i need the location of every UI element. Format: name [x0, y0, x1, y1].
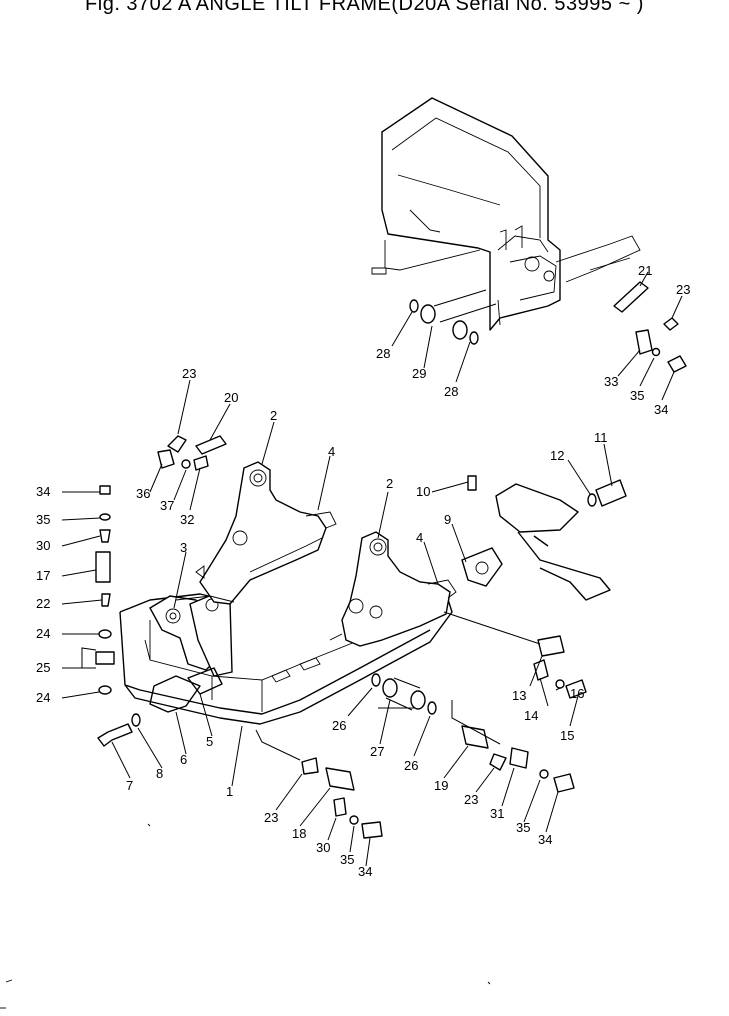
callout-34: 34	[538, 832, 552, 847]
callout-1: 1	[226, 784, 233, 799]
callout-29: 29	[412, 366, 426, 381]
callout-30: 30	[316, 840, 330, 855]
callout-labels: 21 23 28 29 28 33 35 34 23 20 2 4 34 36 …	[36, 263, 690, 879]
callout-2: 2	[270, 408, 277, 423]
callout-28: 28	[444, 384, 458, 399]
callout-34: 34	[36, 484, 50, 499]
callout-32: 32	[180, 512, 194, 527]
callout-34: 34	[358, 864, 372, 879]
callout-20: 20	[224, 390, 238, 405]
callout-26: 26	[404, 758, 418, 773]
leader-lines	[61, 271, 683, 867]
callout-7: 7	[126, 778, 133, 793]
callout-28: 28	[376, 346, 390, 361]
callout-37: 37	[160, 498, 174, 513]
callout-19: 19	[434, 778, 448, 793]
tractor-frame-assembly	[371, 97, 641, 331]
left-column-parts	[95, 435, 235, 747]
callout-22: 22	[36, 596, 50, 611]
callout-34: 34	[654, 402, 668, 417]
callout-4: 4	[328, 444, 335, 459]
callout-23: 23	[264, 810, 278, 825]
callout-26: 26	[332, 718, 346, 733]
callout-13: 13	[512, 688, 526, 703]
callout-31: 31	[490, 806, 504, 821]
stray-marks	[0, 823, 491, 1009]
callout-3: 3	[180, 540, 187, 555]
callout-4: 4	[416, 530, 423, 545]
callout-35: 35	[516, 820, 530, 835]
callout-24: 24	[36, 690, 50, 705]
upper-pins-and-fasteners	[409, 281, 687, 373]
callout-5: 5	[206, 734, 213, 749]
callout-15: 15	[560, 728, 574, 743]
callout-23: 23	[464, 792, 478, 807]
callout-16: 16	[570, 686, 584, 701]
callout-2: 2	[386, 476, 393, 491]
callout-18: 18	[292, 826, 306, 841]
right-arm-bracket	[341, 531, 457, 647]
lower-middle-parts	[255, 673, 575, 839]
callout-33: 33	[604, 374, 618, 389]
callout-35: 35	[36, 512, 50, 527]
callout-25: 25	[36, 660, 50, 675]
callout-12: 12	[550, 448, 564, 463]
callout-9: 9	[444, 512, 451, 527]
left-arm-bracket	[195, 461, 337, 605]
callout-21: 21	[638, 263, 652, 278]
callout-24: 24	[36, 626, 50, 641]
callout-6: 6	[180, 752, 187, 767]
callout-35: 35	[630, 388, 644, 403]
callout-27: 27	[370, 744, 384, 759]
callout-8: 8	[156, 766, 163, 781]
callout-11: 11	[594, 430, 608, 445]
callout-23: 23	[676, 282, 690, 297]
callout-35: 35	[340, 852, 354, 867]
callout-23: 23	[182, 366, 196, 381]
callout-17: 17	[36, 568, 50, 583]
callout-36: 36	[136, 486, 150, 501]
right-side-parts	[443, 475, 627, 699]
callout-10: 10	[416, 484, 430, 499]
callout-14: 14	[524, 708, 538, 723]
callout-30: 30	[36, 538, 50, 553]
figure-title: Fig. 3702 A ANGLE TILT FRAME(D20A Serial…	[85, 0, 644, 15]
